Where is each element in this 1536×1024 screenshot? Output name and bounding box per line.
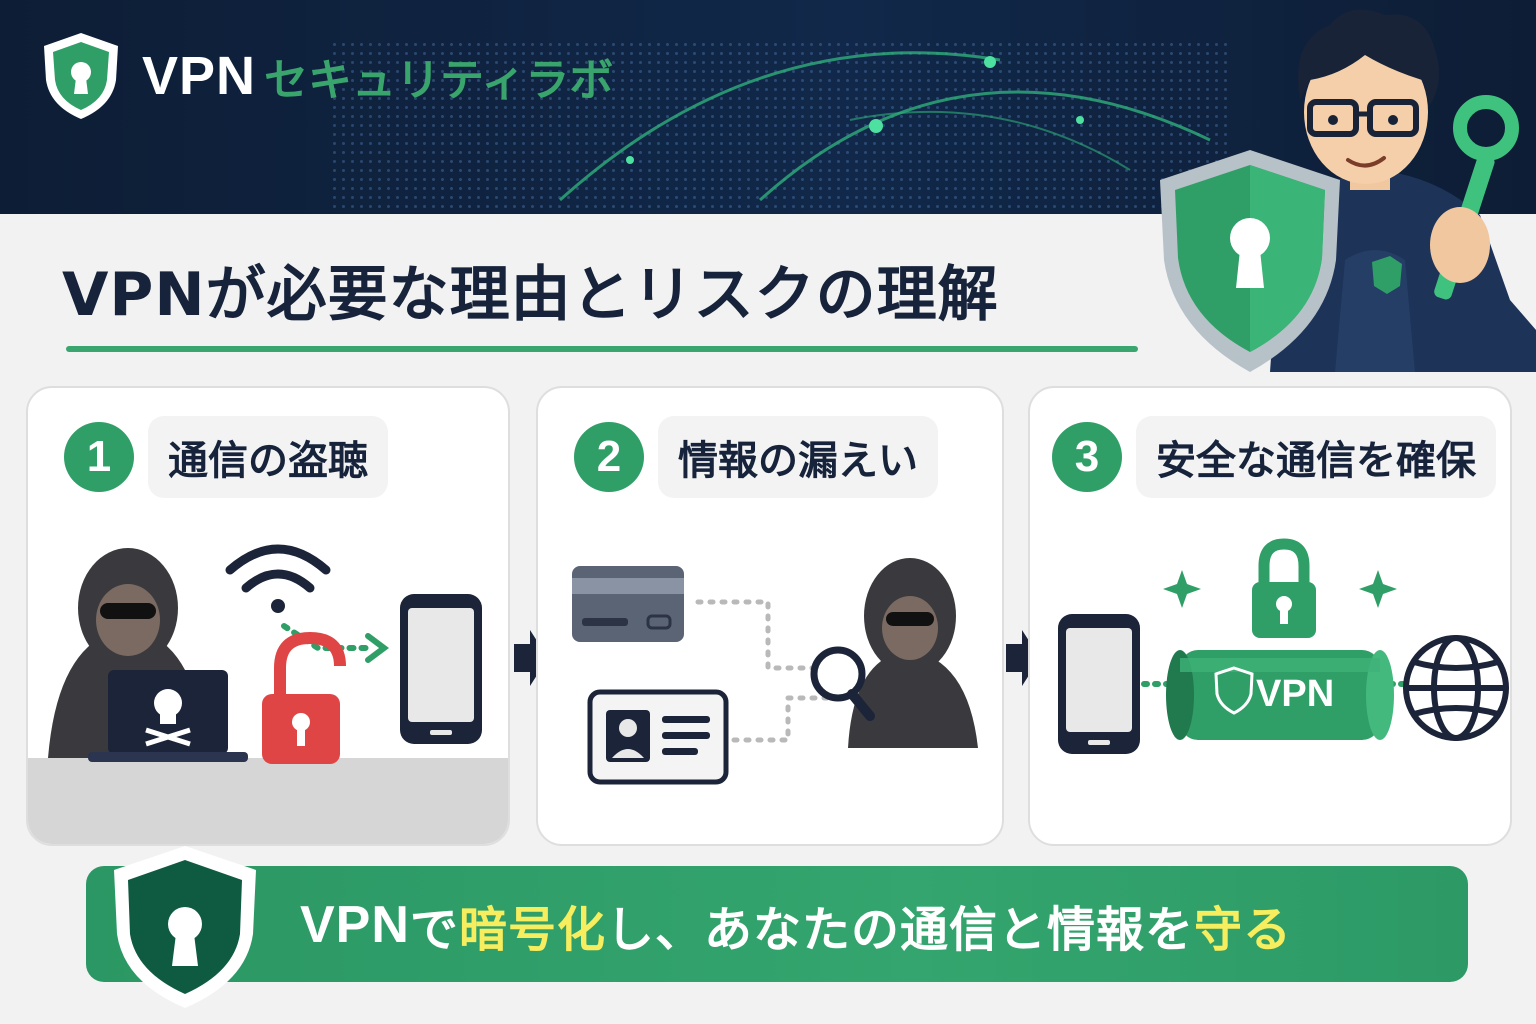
shield-keyhole-icon	[114, 846, 256, 1008]
arrow-right-icon	[514, 630, 548, 686]
bottom-banner	[86, 866, 1468, 982]
brand-name-vpn: VPN	[142, 46, 257, 106]
secure-connection-illustration: VPN	[1058, 538, 1509, 754]
smartphone-icon	[400, 594, 482, 744]
credit-card-icon	[572, 566, 684, 642]
panel-header: 3 安全な通信を確保	[1052, 412, 1496, 502]
banner-message: VPN で 暗号化 し、あなたの通信と情報を 守る	[300, 880, 1292, 970]
network-arcs	[558, 51, 1211, 202]
panel-secure-connection: 3 安全な通信を確保 VPN	[1028, 386, 1512, 846]
shield-keyhole-icon	[44, 33, 118, 119]
panel-eavesdropping: 1 通信の盗聴	[26, 386, 510, 846]
banner-text-vpn: VPN	[300, 896, 410, 954]
panel-header: 2 情報の漏えい	[574, 412, 938, 502]
arrow-right-icon	[1006, 630, 1040, 686]
eavesdropping-illustration	[28, 544, 508, 844]
padlock-icon	[1252, 538, 1316, 638]
globe-icon	[1403, 635, 1509, 741]
banner-text-de: で	[409, 902, 459, 958]
brand-logo: VPN セキュリティラボ	[40, 30, 613, 122]
panel-title: 情報の漏えい	[658, 416, 938, 498]
banner-highlight-protect: 守る	[1193, 902, 1292, 958]
banner-text-middle: し、あなたの通信と情報を	[605, 902, 1194, 958]
panel-title: 安全な通信を確保	[1136, 416, 1496, 498]
vpn-tunnel-label: VPN	[1256, 673, 1334, 715]
smartphone-icon	[1058, 614, 1140, 754]
panel-title: 通信の盗聴	[148, 416, 388, 498]
page-title: VPNが必要な理由とリスクの理解	[62, 260, 999, 330]
step-number-badge: 3	[1052, 422, 1122, 492]
banner-highlight-encrypt: 暗号化	[458, 902, 606, 958]
laptop-skull-icon	[88, 670, 248, 762]
id-card-icon	[587, 689, 729, 785]
magnifier-hacker-icon	[810, 558, 978, 748]
world-map-dots	[330, 40, 1230, 214]
step-number-badge: 2	[574, 422, 644, 492]
panel-data-leak: 2 情報の漏えい	[536, 386, 1004, 846]
header-band	[0, 0, 1536, 214]
title-underline	[66, 346, 1138, 352]
mascot-character-icon	[1160, 9, 1536, 372]
data-leak-illustration	[572, 558, 978, 785]
brand-name-lab: セキュリティラボ	[264, 55, 614, 106]
panel-header: 1 通信の盗聴	[64, 412, 388, 502]
wifi-icon	[225, 544, 331, 613]
vpn-tunnel-icon: VPN	[1166, 650, 1394, 740]
unlocked-padlock-icon	[262, 631, 346, 764]
step-number-badge: 1	[64, 422, 134, 492]
